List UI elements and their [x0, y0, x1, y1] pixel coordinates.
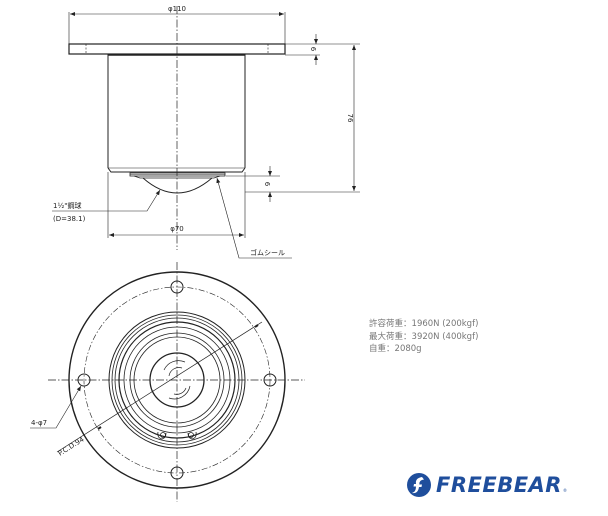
spec-separator: ：: [386, 344, 395, 354]
spec-value: 3920N (400kgf): [411, 331, 479, 342]
spec-label: 許容荷重: [369, 319, 404, 329]
spec-value: 1960N (200kgf): [411, 319, 479, 329]
spec-block: 許容荷重：1960N (200kgf) 最大荷重：3920N (400kgf) …: [369, 318, 478, 356]
spec-label: 最大荷重: [369, 331, 404, 342]
flange-diameter-label: φ110: [168, 5, 186, 13]
freebear-logo: FREEBEAR ®: [406, 470, 586, 500]
spec-separator: ：: [403, 331, 412, 342]
brand-name: FREEBEAR: [436, 473, 562, 497]
ball-label-line2: (D=38.1): [53, 215, 86, 223]
spec-weight: 自重：2080g: [369, 343, 478, 356]
top-view: [30, 262, 305, 502]
side-view: [52, 6, 360, 259]
freebear-emblem-icon: [407, 473, 431, 497]
seal-label: ゴムシール: [250, 248, 285, 257]
holes-label: 4-φ7: [31, 419, 47, 427]
spec-separator: ：: [403, 319, 412, 329]
trademark-symbol: ®: [562, 488, 567, 493]
spec-max-load: 最大荷重：3920N (400kgf): [369, 331, 478, 344]
ball-label-line1: 1½"鋼球: [53, 201, 81, 210]
flange-thickness-label: 6: [309, 47, 317, 52]
spec-allowable-load: 許容荷重：1960N (200kgf): [369, 318, 478, 331]
spec-label: 自重: [369, 344, 387, 354]
body-diameter-label: φ70: [170, 225, 184, 233]
pcd-label: P.C.D.94: [57, 435, 86, 458]
ball-protrusion-label: 6: [263, 182, 271, 187]
spec-value: 2080g: [394, 344, 422, 354]
total-height-label: 76: [346, 114, 354, 123]
